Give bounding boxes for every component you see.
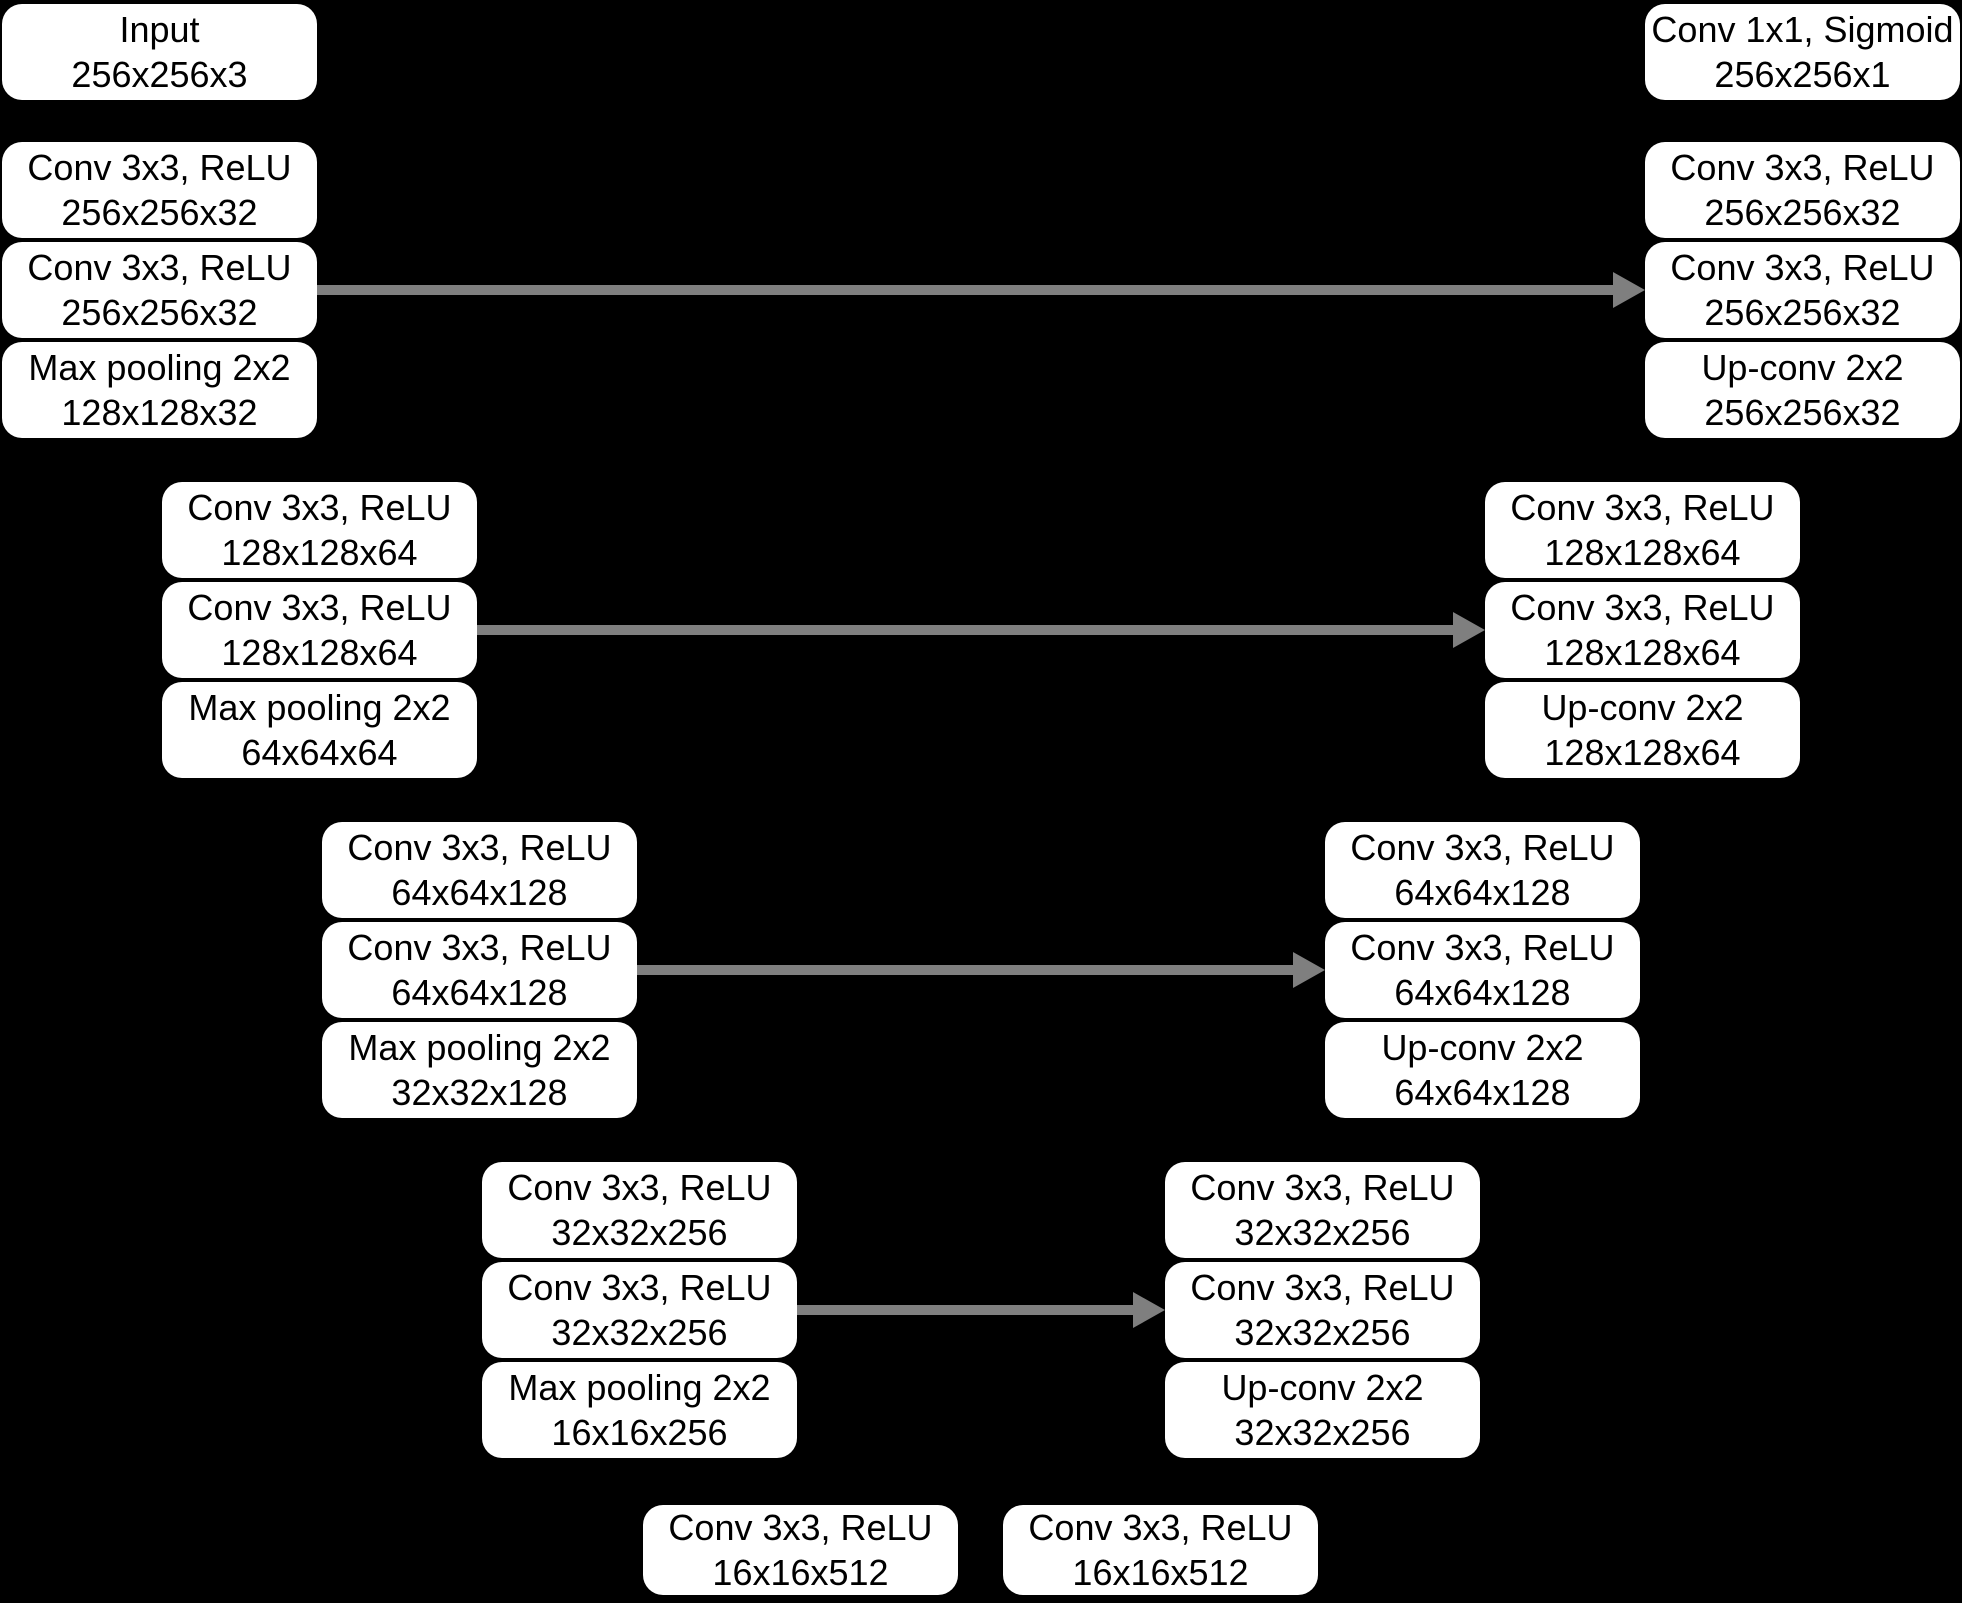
dec-level3-conv1-box-op-label: Conv 3x3, ReLU [1350, 827, 1615, 868]
skip-connection-arrow-level2-shaft [477, 625, 1455, 635]
input-box-op-label: Input [119, 9, 200, 50]
skip-connection-arrow-level2 [477, 612, 1485, 648]
dec-level4-conv1-box-shape-label: 32x32x256 [1234, 1212, 1411, 1253]
enc-level2-conv1-box-shape-label: 128x128x64 [221, 532, 418, 573]
dec-level1-upconv-box-shape-label: 256x256x32 [1704, 392, 1901, 433]
enc-level2-conv2-box-shape-label: 128x128x64 [221, 632, 418, 673]
dec-level4-conv2-box-shape-label: 32x32x256 [1234, 1312, 1411, 1353]
bottleneck-conv2-box-shape-label: 16x16x512 [1072, 1552, 1249, 1593]
dec-level1-upconv-box-op-label: Up-conv 2x2 [1701, 347, 1904, 388]
enc-level3-conv1-box-op-label: Conv 3x3, ReLU [347, 827, 612, 868]
output-box-shape-label: 256x256x1 [1714, 54, 1891, 95]
enc-level2-conv2-box-op-label: Conv 3x3, ReLU [187, 587, 452, 628]
skip-connection-arrow-level1 [317, 272, 1645, 308]
dec-level1-conv1-box-shape-label: 256x256x32 [1704, 192, 1901, 233]
dec-level3-upconv-box-shape-label: 64x64x128 [1394, 1072, 1571, 1113]
enc-level4-conv1-box-op-label: Conv 3x3, ReLU [507, 1167, 772, 1208]
dec-level4-conv1-box-op-label: Conv 3x3, ReLU [1190, 1167, 1455, 1208]
skip-connection-arrow-level4 [797, 1292, 1165, 1328]
dec-level2-upconv-box-shape-label: 128x128x64 [1544, 732, 1741, 773]
skip-connection-arrow-level1-head [1613, 272, 1645, 308]
enc-level1-conv2-box-op-label: Conv 3x3, ReLU [27, 247, 292, 288]
enc-level3-maxpool-box-shape-label: 32x32x128 [391, 1072, 568, 1113]
bottleneck-conv1-box-shape-label: 16x16x512 [712, 1552, 889, 1593]
enc-level3-conv1-box-shape-label: 64x64x128 [391, 872, 568, 913]
output-box-op-label: Conv 1x1, Sigmoid [1651, 9, 1954, 50]
enc-level1-conv1-box-op-label: Conv 3x3, ReLU [27, 147, 292, 188]
dec-level3-conv2-box-shape-label: 64x64x128 [1394, 972, 1571, 1013]
skip-connection-arrow-level4-shaft [797, 1305, 1135, 1315]
enc-level1-maxpool-box-shape-label: 128x128x32 [61, 392, 258, 433]
enc-level2-conv1-box-op-label: Conv 3x3, ReLU [187, 487, 452, 528]
dec-level1-conv1-box-op-label: Conv 3x3, ReLU [1670, 147, 1935, 188]
enc-level4-maxpool-box-shape-label: 16x16x256 [551, 1412, 728, 1453]
dec-level3-upconv-box-op-label: Up-conv 2x2 [1381, 1027, 1584, 1068]
skip-connection-arrow-level3 [637, 952, 1325, 988]
skip-connection-arrow-level3-head [1293, 952, 1325, 988]
dec-level1-conv2-box-shape-label: 256x256x32 [1704, 292, 1901, 333]
dec-level2-conv2-box-op-label: Conv 3x3, ReLU [1510, 587, 1775, 628]
enc-level4-conv1-box-shape-label: 32x32x256 [551, 1212, 728, 1253]
enc-level4-maxpool-box-op-label: Max pooling 2x2 [508, 1367, 771, 1408]
dec-level2-upconv-box-op-label: Up-conv 2x2 [1541, 687, 1744, 728]
dec-level2-conv2-box-shape-label: 128x128x64 [1544, 632, 1741, 673]
enc-level3-conv2-box-op-label: Conv 3x3, ReLU [347, 927, 612, 968]
dec-level3-conv1-box-shape-label: 64x64x128 [1394, 872, 1571, 913]
bottleneck-conv1-box-op-label: Conv 3x3, ReLU [668, 1507, 933, 1548]
dec-level4-upconv-box-shape-label: 32x32x256 [1234, 1412, 1411, 1453]
enc-level2-maxpool-box-shape-label: 64x64x64 [241, 732, 398, 773]
skip-connection-arrow-level4-head [1133, 1292, 1165, 1328]
dec-level1-conv2-box-op-label: Conv 3x3, ReLU [1670, 247, 1935, 288]
bottleneck-conv2-box-op-label: Conv 3x3, ReLU [1028, 1507, 1293, 1548]
enc-level3-maxpool-box-op-label: Max pooling 2x2 [348, 1027, 611, 1068]
dec-level2-conv1-box-shape-label: 128x128x64 [1544, 532, 1741, 573]
enc-level1-maxpool-box-op-label: Max pooling 2x2 [28, 347, 291, 388]
enc-level1-conv2-box-shape-label: 256x256x32 [61, 292, 258, 333]
dec-level4-conv2-box-op-label: Conv 3x3, ReLU [1190, 1267, 1455, 1308]
dec-level3-conv2-box-op-label: Conv 3x3, ReLU [1350, 927, 1615, 968]
skip-connection-arrow-level2-head [1453, 612, 1485, 648]
dec-level2-conv1-box-op-label: Conv 3x3, ReLU [1510, 487, 1775, 528]
enc-level3-conv2-box-shape-label: 64x64x128 [391, 972, 568, 1013]
enc-level4-conv2-box-shape-label: 32x32x256 [551, 1312, 728, 1353]
dec-level4-upconv-box-op-label: Up-conv 2x2 [1221, 1367, 1424, 1408]
enc-level4-conv2-box-op-label: Conv 3x3, ReLU [507, 1267, 772, 1308]
skip-connection-arrow-level1-shaft [317, 285, 1615, 295]
enc-level1-conv1-box-shape-label: 256x256x32 [61, 192, 258, 233]
input-box-shape-label: 256x256x3 [71, 54, 248, 95]
skip-connection-arrow-level3-shaft [637, 965, 1295, 975]
enc-level2-maxpool-box-op-label: Max pooling 2x2 [188, 687, 451, 728]
